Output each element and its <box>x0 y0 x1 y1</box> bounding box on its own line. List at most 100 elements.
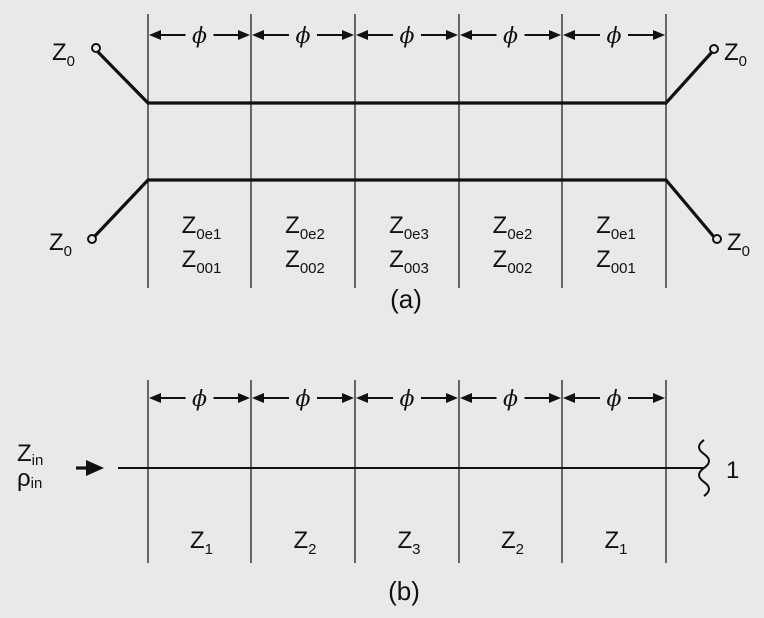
caption-b: (b) <box>388 576 420 606</box>
phi-arrow-head <box>342 30 354 40</box>
phi-arrow-head <box>549 393 561 403</box>
coupled-lines <box>87 43 722 244</box>
phi-label: ϕ <box>296 387 311 412</box>
section-impedance-label-subscript: 2 <box>516 541 524 558</box>
odd-mode-impedance-label-subscript: 002 <box>507 260 532 277</box>
odd-mode-impedance-label-subscript: 003 <box>404 260 429 277</box>
even-mode-impedance-label-main: Z <box>596 212 611 239</box>
caption-a: (a) <box>390 284 422 314</box>
odd-mode-impedance-label: Z002 <box>493 246 533 277</box>
phi-arrow-head <box>149 30 161 40</box>
phi-label: ϕ <box>400 387 415 412</box>
port-label-top-right: Z0 <box>724 39 747 70</box>
section-impedance-label-subscript: 1 <box>619 541 627 558</box>
odd-mode-impedance-label-subscript: 001 <box>196 260 221 277</box>
load-label: 1 <box>726 457 739 484</box>
port-terminal <box>91 43 101 53</box>
phi-label: ϕ <box>296 24 311 49</box>
phi-arrow-head <box>446 393 458 403</box>
phi-arrow-head <box>446 30 458 40</box>
odd-mode-impedance-label: Z003 <box>389 246 429 277</box>
port-label-bottom-left: Z0 <box>49 229 72 260</box>
even-mode-impedance-label-subscript: 0e3 <box>404 226 429 243</box>
odd-mode-impedance-label-main: Z <box>285 246 300 273</box>
odd-mode-impedance-label: Z002 <box>285 246 325 277</box>
phi-arrow-head <box>149 393 161 403</box>
section-impedance-label: Z2 <box>501 527 524 558</box>
phi-label: ϕ <box>607 387 622 412</box>
section-impedance-label: Z1 <box>604 527 627 558</box>
phi-arrow-head <box>460 393 472 403</box>
port-label-top-left: Z0 <box>52 39 75 70</box>
even-mode-impedance-label-subscript: 0e1 <box>196 226 221 243</box>
section-dividers-b <box>147 380 667 563</box>
phi-arrow-head <box>356 30 368 40</box>
phi-label: ϕ <box>503 24 518 49</box>
odd-mode-impedance-label: Z001 <box>182 246 222 277</box>
port-terminal <box>709 44 719 54</box>
section-impedance-label-main: Z <box>501 527 516 554</box>
even-mode-impedance-label: Z0e2 <box>285 212 325 243</box>
phi-arrow-head <box>653 30 665 40</box>
port-label-bottom-right: Z0 <box>727 229 750 260</box>
section-impedance-label-main: Z <box>293 527 308 554</box>
phi-label: ϕ <box>503 387 518 412</box>
even-mode-impedance-label-subscript: 0e1 <box>611 226 636 243</box>
even-mode-impedance-label-main: Z <box>389 212 404 239</box>
even-mode-impedance-label: Z0e2 <box>493 212 533 243</box>
odd-mode-impedance-label-subscript: 001 <box>611 260 636 277</box>
port-terminal <box>712 234 722 244</box>
phi-arrow-head <box>252 393 264 403</box>
section-impedance-label-subscript: 1 <box>205 541 213 558</box>
even-mode-impedance-label: Z0e1 <box>596 212 636 243</box>
odd-mode-impedance-label-main: Z <box>182 246 197 273</box>
phi-arrow-head <box>549 30 561 40</box>
phi-arrow-head <box>252 30 264 40</box>
phi-label: ϕ <box>607 24 622 49</box>
port-terminal <box>87 234 97 244</box>
section-impedance-label-main: Z <box>604 527 619 554</box>
section-impedance-label-subscript: 3 <box>412 541 420 558</box>
section-impedance-label-main: Z <box>190 527 205 554</box>
odd-mode-impedance-label-subscript: 002 <box>300 260 325 277</box>
section-dividers-a <box>147 14 667 288</box>
phi-label: ϕ <box>192 387 207 412</box>
section-impedance-label-subscript: 2 <box>308 541 316 558</box>
odd-mode-impedance-label: Z001 <box>596 246 636 277</box>
rho-in-label: ρin <box>17 465 42 492</box>
input-arrow <box>76 460 104 476</box>
phi-arrow-head <box>238 393 250 403</box>
odd-mode-impedance-label-main: Z <box>493 246 508 273</box>
lower-conductor <box>92 178 716 239</box>
section-impedance-label: Z1 <box>190 527 213 558</box>
phi-arrow-head <box>356 393 368 403</box>
odd-mode-impedance-label-main: Z <box>596 246 611 273</box>
section-impedance-label: Z2 <box>293 527 316 558</box>
phi-arrow-head <box>460 30 472 40</box>
section-impedance-label: Z3 <box>397 527 420 558</box>
phi-label: ϕ <box>192 24 207 49</box>
phi-arrow-head <box>563 393 575 403</box>
phi-arrow-head <box>238 30 250 40</box>
even-mode-impedance-label-main: Z <box>493 212 508 239</box>
even-mode-impedance-label-subscript: 0e2 <box>300 226 325 243</box>
even-mode-impedance-label-main: Z <box>182 212 197 239</box>
phi-arrow-head <box>342 393 354 403</box>
even-mode-impedance-label-subscript: 0e2 <box>507 226 532 243</box>
phi-label: ϕ <box>400 24 415 49</box>
load-resistor <box>698 439 710 497</box>
even-mode-impedance-label: Z0e1 <box>182 212 222 243</box>
phi-arrow-head <box>653 393 665 403</box>
upper-conductor <box>96 50 714 105</box>
zin-label: Zin <box>17 440 43 469</box>
input-arrow-head <box>86 460 104 476</box>
odd-mode-impedance-label-main: Z <box>389 246 404 273</box>
phi-arrow-head <box>563 30 575 40</box>
